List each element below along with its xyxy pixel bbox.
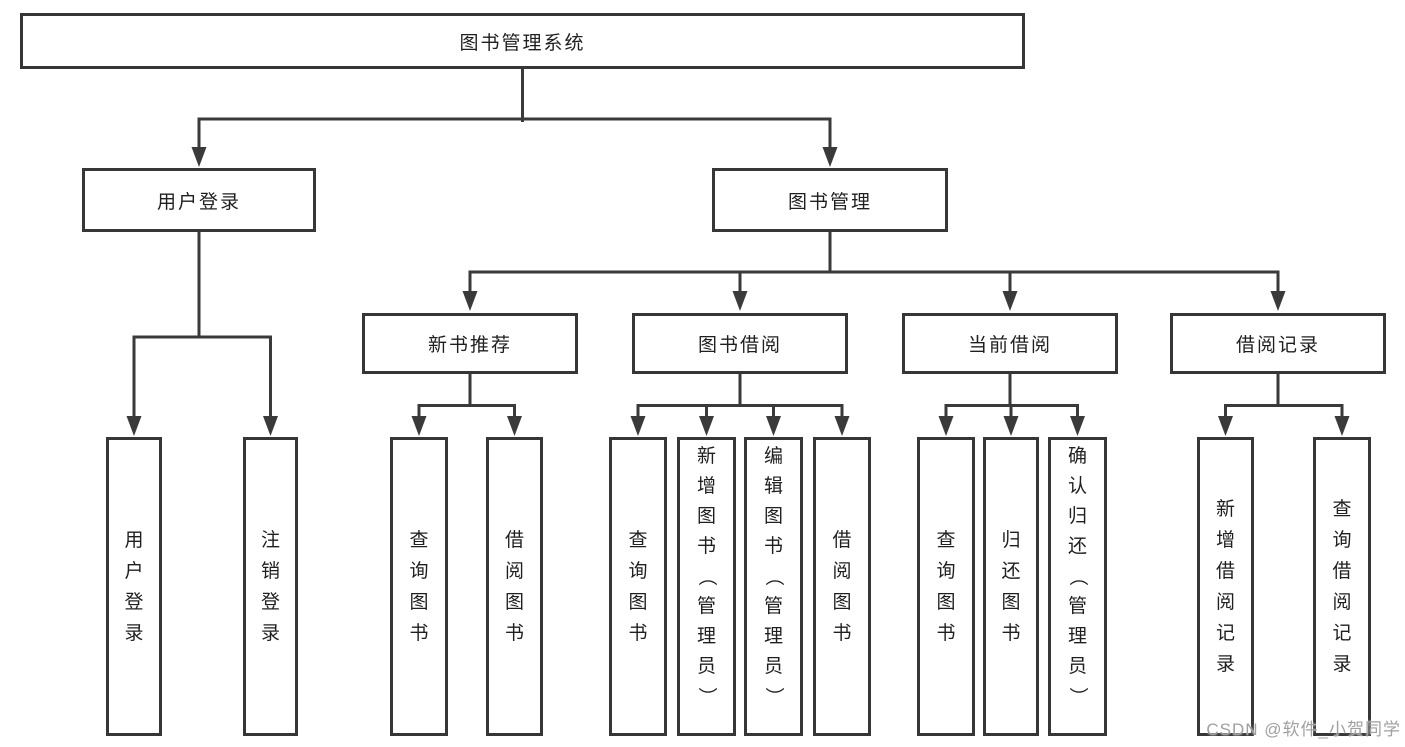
arrow-down-icon: [834, 416, 850, 436]
leaf-bb-edit-book-admin-label: 编辑图书（管理员）: [763, 446, 784, 707]
leaf-bb-query-book: 查询图书: [609, 437, 667, 736]
leaf-bb-borrow-book: 借阅图书: [813, 437, 871, 736]
leaf-cb-confirm-return-admin: 确认归还（管理员）: [1048, 437, 1107, 736]
connector: [636, 404, 844, 419]
arrow-down-icon: [1003, 416, 1019, 436]
arrow-down-icon: [766, 416, 781, 436]
leaf-user-login-label: 用户登录: [124, 529, 144, 644]
leaf-nb-borrow-book: 借阅图书: [486, 437, 543, 736]
leaf-nb-query-book-label: 查询图书: [409, 529, 429, 644]
node-current-borrow: 当前借阅: [902, 313, 1118, 374]
node-new-book-recommend-label: 新书推荐: [427, 335, 512, 356]
arrow-down-icon: [507, 416, 522, 436]
arrow-down-icon: [191, 147, 207, 167]
leaf-cb-confirm-return-admin-label: 确认归还（管理员）: [1067, 446, 1088, 707]
node-borrow-record-label: 借阅记录: [1235, 335, 1320, 356]
arrow-down-icon: [462, 291, 478, 311]
leaf-br-add-record: 新增借阅记录: [1197, 437, 1254, 736]
arrow-down-icon: [938, 416, 954, 436]
arrow-down-icon: [699, 416, 714, 436]
arrow-down-icon: [630, 416, 646, 436]
node-user-login-label: 用户登录: [156, 191, 241, 213]
leaf-bb-query-book-label: 查询图书: [628, 529, 648, 644]
arrow-down-icon: [1334, 416, 1350, 436]
arrow-down-icon: [1002, 291, 1018, 311]
leaf-logout-label: 注销登录: [261, 529, 281, 644]
node-user-login: 用户登录: [82, 168, 316, 232]
leaf-bb-edit-book-admin: 编辑图书（管理员）: [744, 437, 803, 736]
leaf-user-login: 用户登录: [106, 437, 162, 736]
leaf-cb-query-book: 查询图书: [917, 437, 975, 736]
connector: [1224, 404, 1344, 419]
leaf-logout: 注销登录: [243, 437, 298, 736]
node-current-borrow-label: 当前借阅: [967, 335, 1052, 356]
node-root-label: 图书管理系统: [459, 32, 586, 54]
arrow-down-icon: [411, 416, 427, 436]
connector: [197, 117, 832, 151]
leaf-br-add-record-label: 新增借阅记录: [1216, 498, 1236, 675]
leaf-bb-borrow-book-label: 借阅图书: [832, 529, 852, 644]
node-book-management: 图书管理: [712, 168, 948, 232]
arrow-down-icon: [1218, 416, 1233, 436]
leaf-cb-query-book-label: 查询图书: [936, 529, 956, 644]
csdn-watermark: CSDN @软件_小贺同学: [1206, 720, 1401, 739]
node-book-borrow: 图书借阅: [632, 313, 848, 374]
arrow-down-icon: [263, 416, 278, 436]
node-book-borrow-label: 图书借阅: [697, 335, 782, 356]
leaf-nb-query-book: 查询图书: [390, 437, 448, 736]
node-new-book-recommend: 新书推荐: [362, 313, 578, 374]
node-borrow-record: 借阅记录: [1170, 313, 1386, 374]
connector: [417, 404, 516, 419]
arrow-down-icon: [1070, 416, 1085, 436]
leaf-bb-add-book-admin-label: 新增图书（管理员）: [696, 446, 717, 707]
leaf-cb-return-book: 归还图书: [983, 437, 1039, 736]
arrow-down-icon: [732, 291, 748, 311]
arrow-down-icon: [822, 147, 838, 167]
node-book-management-label: 图书管理: [787, 191, 872, 213]
leaf-br-query-record: 查询借阅记录: [1313, 437, 1371, 736]
connector: [468, 270, 1280, 293]
arrow-down-icon: [1270, 291, 1286, 311]
connector: [132, 335, 272, 418]
node-root: 图书管理系统: [20, 13, 1025, 69]
leaf-nb-borrow-book-label: 借阅图书: [505, 529, 525, 644]
arrow-down-icon: [126, 416, 142, 436]
leaf-cb-return-book-label: 归还图书: [1001, 529, 1021, 644]
leaf-bb-add-book-admin: 新增图书（管理员）: [677, 437, 736, 736]
leaf-br-query-record-label: 查询借阅记录: [1332, 498, 1352, 675]
